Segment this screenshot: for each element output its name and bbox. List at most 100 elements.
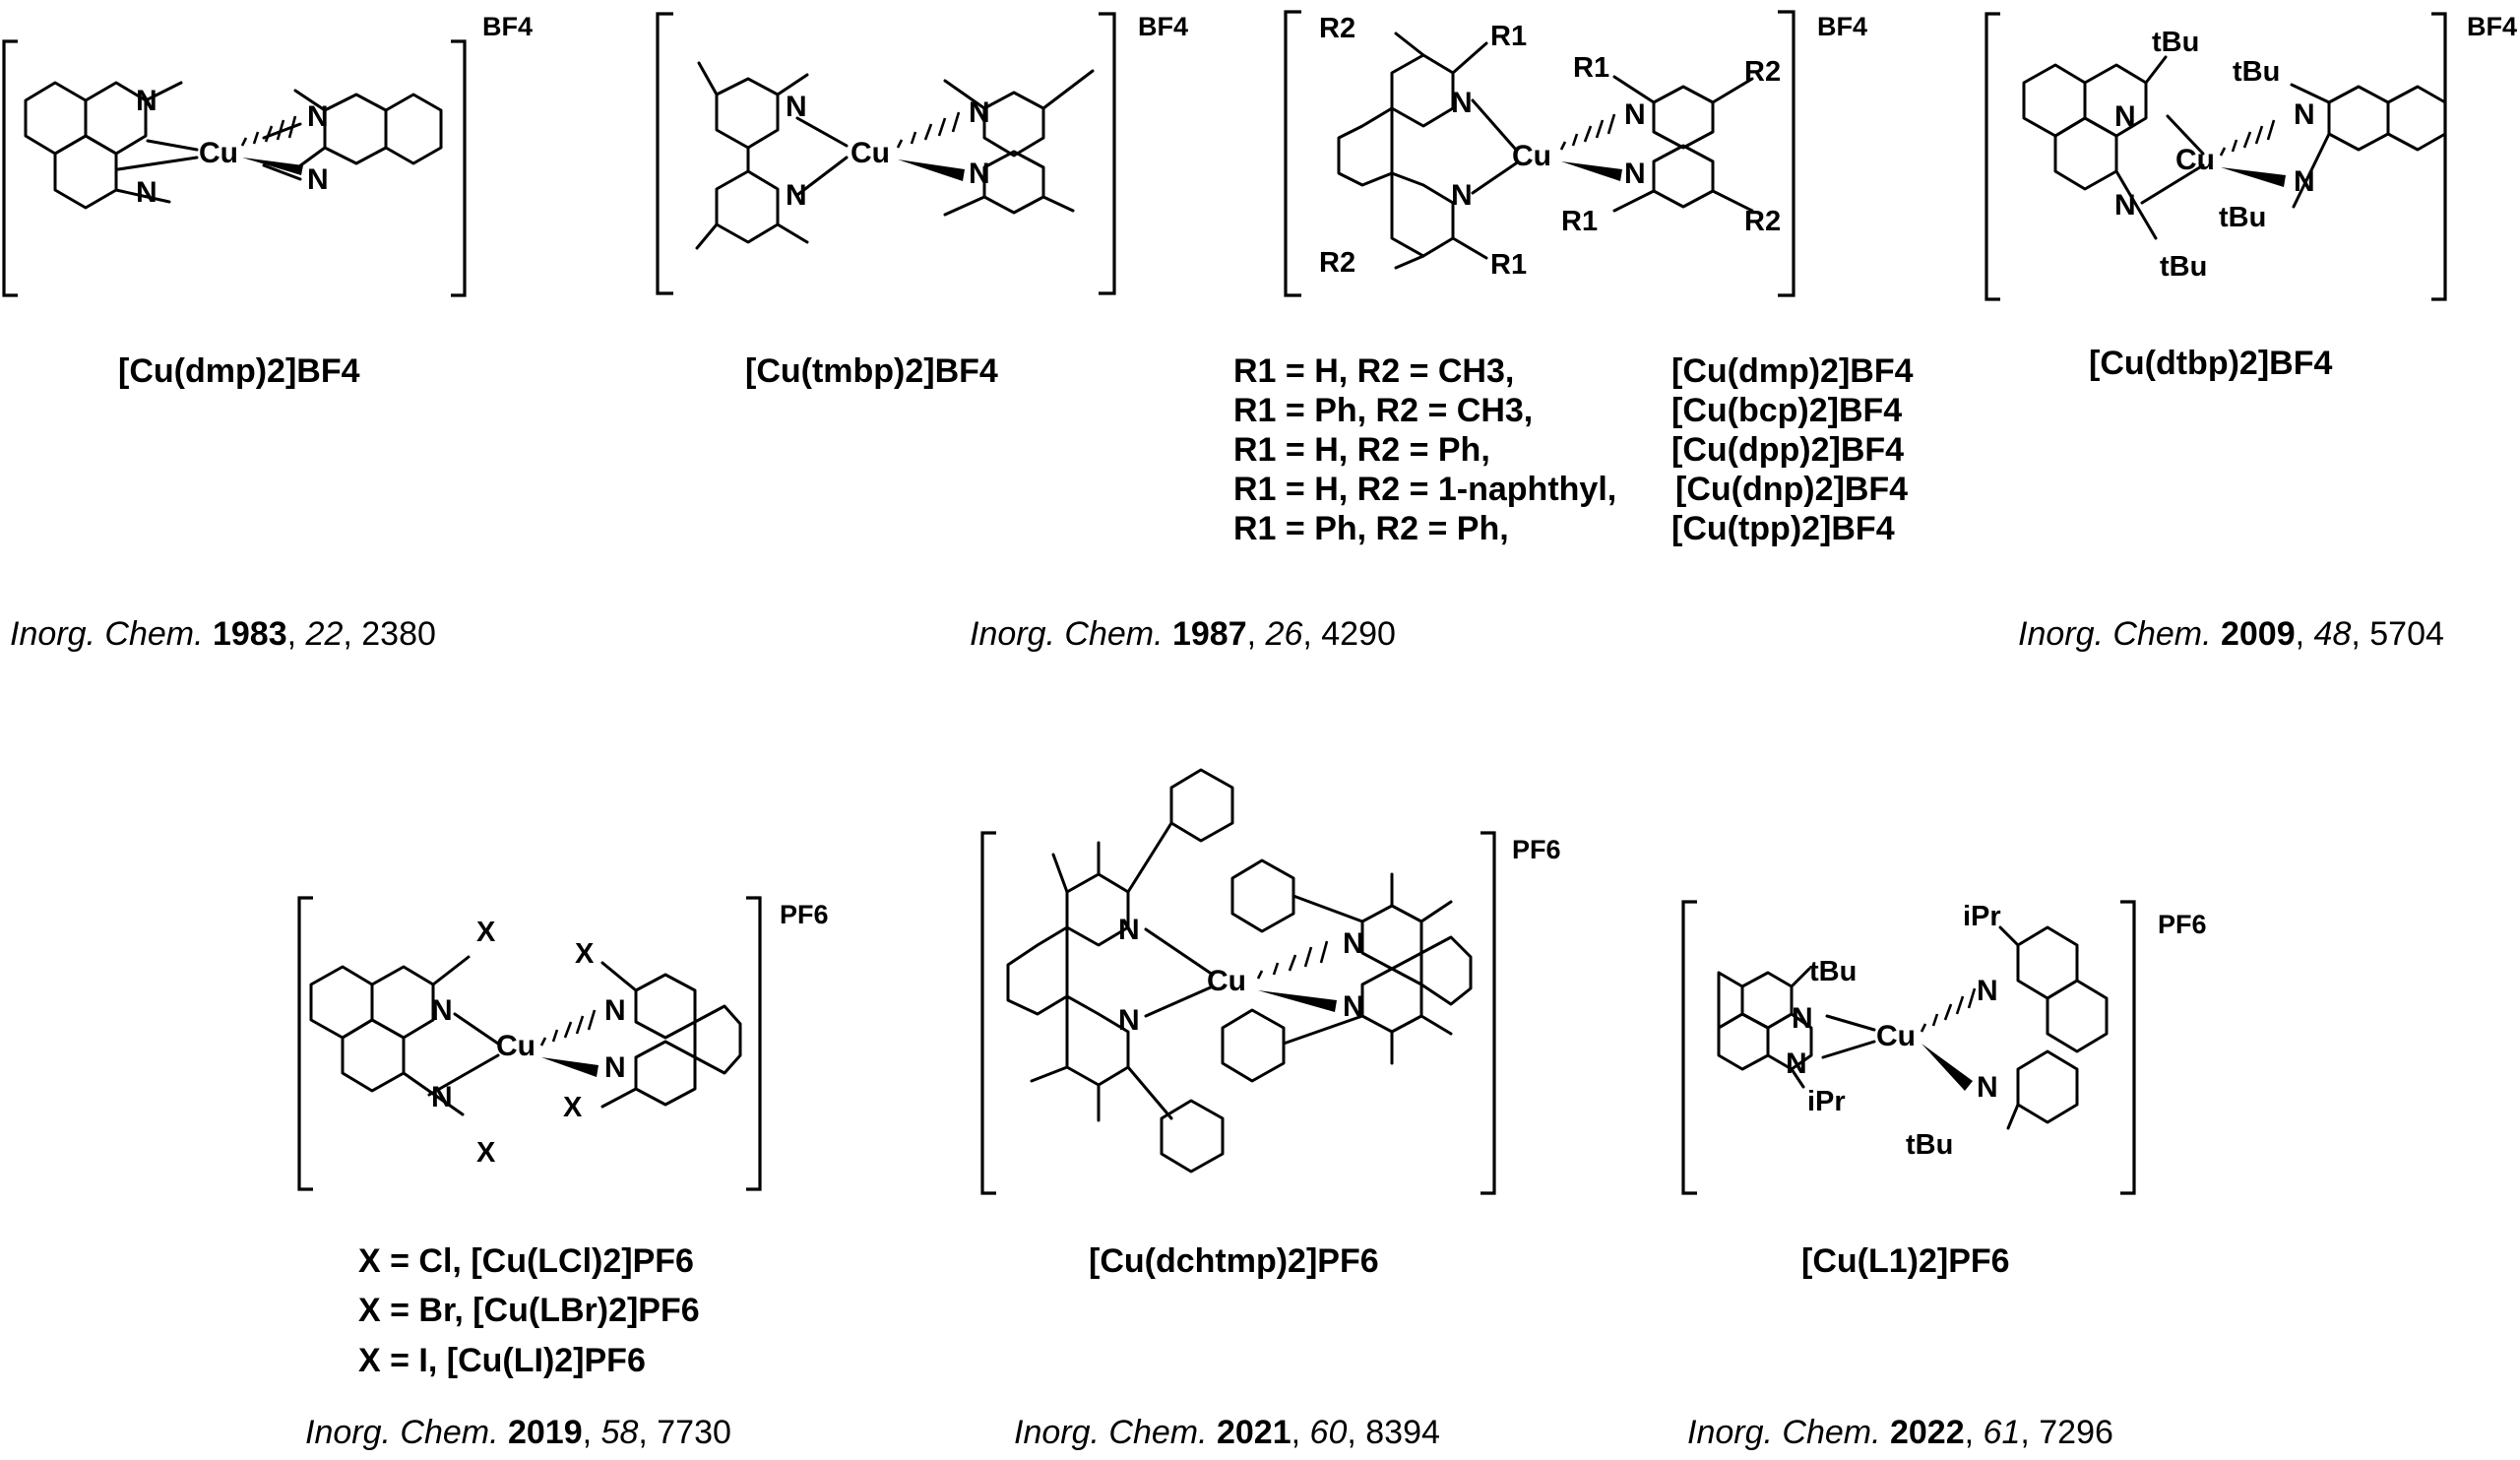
dtbp-tbu-bottom-right: tBu: [2219, 202, 2266, 233]
substituent-name: [Cu(tpp)2]BF4: [1671, 510, 1895, 547]
halo-n-right-top: N: [604, 994, 626, 1027]
halo-variant: X = Br, [Cu(LBr)2]PF6: [358, 1292, 700, 1329]
generic-r-counterion: BF4: [1817, 12, 1867, 41]
generic-wedge-bond: [1561, 161, 1622, 181]
dtbp-n-right-bottom: N: [2294, 165, 2315, 198]
dtbp-label: [Cu(dtbp)2]BF4: [2089, 345, 2332, 382]
l1-hashed-bond: [1920, 987, 1977, 1033]
dmp-citation: Inorg. Chem. 1983, 22, 2380: [10, 615, 436, 653]
dchtmp-wedge-bond: [1258, 990, 1337, 1012]
l1-ipr-left: iPr: [1807, 1086, 1846, 1117]
halo-x-bottom-right: X: [563, 1092, 583, 1123]
complex-l1-structure: PF6 tBu iPr N N Cu iPr tBu N N: [1681, 900, 2207, 1195]
l1-n-right-top: N: [1977, 975, 1998, 1007]
l1-wedge-bond: [1922, 1044, 1973, 1091]
halo-x-bottom-left: X: [476, 1137, 496, 1169]
substituent-name: [Cu(dpp)2]BF4: [1671, 431, 1904, 469]
halo-variant: X = Cl, [Cu(LCl)2]PF6: [358, 1242, 694, 1280]
dmp-n-right-top: N: [307, 100, 329, 133]
halo-citation: Inorg. Chem. 2019, 58, 7730: [305, 1414, 731, 1451]
tmbp-label: [Cu(tmbp)2]BF4: [745, 352, 998, 390]
substituent-name: [Cu(dmp)2]BF4: [1671, 352, 1914, 390]
generic-n-right-top: N: [1624, 98, 1646, 131]
halo-cu: Cu: [496, 1030, 536, 1062]
complex-dchtmp-structure: PF6 N N Cu N N: [980, 768, 1561, 1195]
halo-n-bottom: N: [431, 1081, 453, 1113]
dmp-n-top: N: [136, 85, 158, 117]
halo-wedge-bond: [541, 1057, 598, 1077]
substituent-name: [Cu(bcp)2]BF4: [1671, 392, 1902, 429]
dmp-wedge-bond: [242, 158, 303, 175]
substituent-r: R1 = Ph, R2 = CH3,: [1233, 392, 1533, 429]
dchtmp-n-top: N: [1118, 914, 1140, 946]
halo-hashed-bond: [539, 1009, 597, 1047]
substituent-r: R1 = H, R2 = 1-naphthyl,: [1233, 471, 1616, 508]
dmp-hashed-bond: [240, 115, 297, 147]
complex-dtbp-structure: BF4 tBu tBu N N Cu tBu tBu N N: [1984, 12, 2517, 301]
dmp-counterion: BF4: [482, 12, 533, 41]
complex-dmp-structure: BF4 N N Cu N N: [2, 12, 533, 297]
l1-tbu-left: tBu: [1809, 956, 1857, 987]
dtbp-tbu-bottom-left: tBu: [2160, 251, 2207, 283]
dtbp-counterion: BF4: [2467, 12, 2517, 41]
dchtmp-cyclohexyl: [1160, 1099, 1225, 1174]
complex-tmbp-structure: BF4 N N Cu N N: [656, 12, 1188, 295]
generic-r2-top-left: R2: [1319, 13, 1355, 44]
dtbp-wedge-bond: [2221, 167, 2286, 187]
dtbp-n-top: N: [2114, 100, 2136, 133]
dchtmp-counterion: PF6: [1512, 835, 1561, 864]
substituent-r: R1 = H, R2 = Ph,: [1233, 431, 1490, 469]
tmbp-n-right-top: N: [969, 96, 990, 129]
dchtmp-n-right-bottom: N: [1343, 990, 1364, 1023]
dtbp-cu: Cu: [2175, 144, 2215, 176]
generic-r1-top-left: R1: [1490, 21, 1527, 52]
generic-r2-top-right: R2: [1744, 56, 1781, 88]
l1-counterion: PF6: [2158, 910, 2207, 939]
generic-r-citation: Inorg. Chem. 1987, 26, 4290: [970, 615, 1396, 653]
generic-r1-bottom-right: R1: [1561, 206, 1598, 237]
tmbp-n-bottom: N: [786, 179, 807, 212]
substituent-r: R1 = Ph, R2 = Ph,: [1233, 510, 1509, 547]
generic-n-right-bottom: N: [1624, 158, 1646, 190]
generic-cu: Cu: [1512, 140, 1551, 172]
dtbp-tbu-top-left: tBu: [2152, 27, 2199, 58]
substituent-name: [Cu(dnp)2]BF4: [1675, 471, 1908, 508]
tmbp-hashed-bond: [896, 111, 961, 149]
l1-label: [Cu(L1)2]PF6: [1801, 1242, 2010, 1280]
dtbp-n-bottom: N: [2114, 189, 2136, 222]
halo-n-top: N: [431, 994, 453, 1027]
dchtmp-hashed-bond: [1256, 940, 1329, 980]
l1-ipr-right: iPr: [1963, 901, 2001, 932]
dtbp-citation: Inorg. Chem. 2009, 48, 5704: [2018, 615, 2444, 653]
generic-substituent-list: R1 = H, R2 = CH3, [Cu(dmp)2]BF4 R1 = Ph,…: [1233, 352, 1914, 547]
generic-hashed-bond: [1559, 113, 1616, 151]
complex-halo-structure: PF6 X X N N Cu X X N N: [297, 896, 829, 1191]
complex-generic-r-structure: BF4 R2 R1 R2 R1 N N Cu R1 R2 R1 R2 N N: [1284, 10, 1867, 297]
l1-tbu-right: tBu: [1906, 1129, 1953, 1161]
substituent-r: R1 = H, R2 = CH3,: [1233, 352, 1514, 390]
l1-n-left-top: N: [1792, 1002, 1813, 1035]
generic-n-top: N: [1451, 87, 1473, 119]
dmp-label: [Cu(dmp)2]BF4: [118, 352, 360, 390]
dtbp-hashed-bond: [2219, 119, 2276, 157]
halo-counterion: PF6: [780, 900, 829, 929]
dmp-n-right-bottom: N: [307, 163, 329, 196]
generic-r2-bottom-right: R2: [1744, 206, 1781, 237]
l1-n-right-bottom: N: [1977, 1071, 1998, 1104]
generic-r2-bottom-left: R2: [1319, 247, 1355, 279]
generic-r1-top-right: R1: [1573, 52, 1609, 84]
dchtmp-cyclohexyl: [1221, 1008, 1286, 1083]
generic-n-bottom: N: [1451, 179, 1473, 212]
halo-variant: X = I, [Cu(LI)2]PF6: [358, 1342, 646, 1379]
dmp-cu: Cu: [199, 137, 238, 169]
dchtmp-citation: Inorg. Chem. 2021, 60, 8394: [1014, 1414, 1440, 1451]
l1-cu: Cu: [1876, 1020, 1916, 1052]
halo-x-top-left: X: [476, 917, 496, 948]
l1-n-left-bottom: N: [1786, 1047, 1807, 1080]
generic-r1-bottom-left: R1: [1490, 249, 1527, 281]
tmbp-wedge-bond: [898, 159, 965, 181]
tmbp-n-right-bottom: N: [969, 158, 990, 190]
dtbp-n-right-top: N: [2294, 98, 2315, 131]
dchtmp-cyclohexyl: [1230, 858, 1295, 933]
